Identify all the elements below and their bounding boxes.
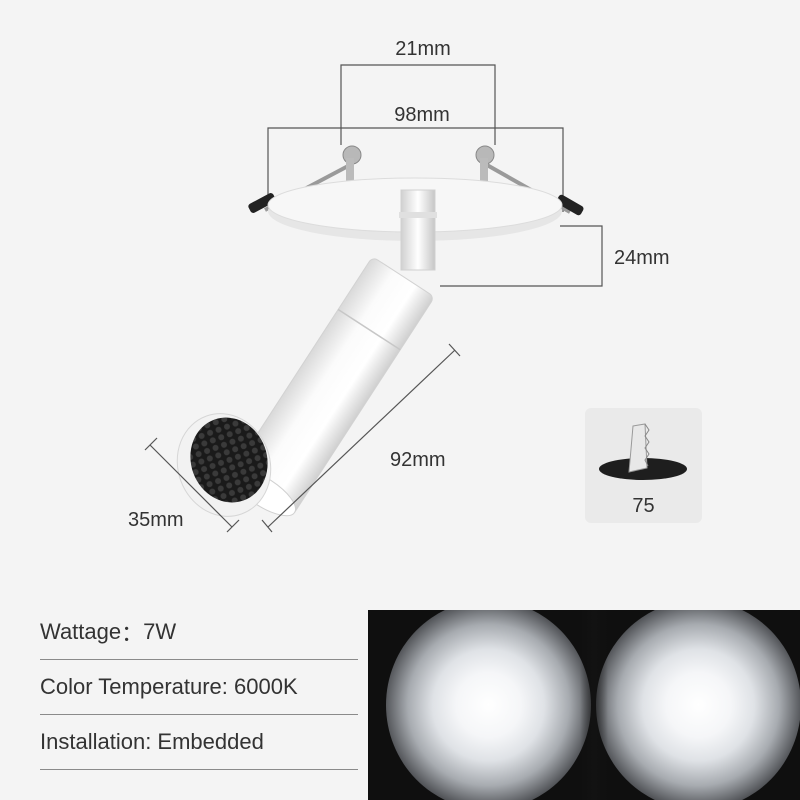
cutout-hole-saw-icon — [599, 423, 687, 480]
cutout-card: 75 — [585, 408, 702, 523]
mount-stem — [399, 189, 437, 271]
dim-trim-diameter-label: 98mm — [394, 104, 450, 126]
dim-trim-diameter: 98mm — [267, 104, 564, 212]
dim-body-diameter-label: 35mm — [128, 509, 184, 531]
dim-body-diameter: 35mm — [128, 437, 240, 533]
spec-label: Color Temperature — [40, 674, 222, 699]
spec-label: Wattage — [40, 619, 122, 644]
light-spot — [596, 610, 800, 800]
spec-value: Embedded — [157, 729, 264, 754]
dim-stem-width: 21mm — [340, 38, 496, 145]
spec-color-temperature: Color Temperature: 6000K — [40, 660, 358, 715]
dim-trim-height: 24mm — [440, 225, 670, 287]
cutout-value: 75 — [632, 495, 655, 517]
lens-honeycomb — [176, 413, 272, 517]
spec-separator: : — [221, 674, 235, 699]
dim-stem-width-label: 21mm — [395, 38, 451, 60]
beam-photo — [368, 610, 800, 800]
spec-value: 7W — [143, 619, 177, 644]
spec-wattage: Wattage：7W — [40, 605, 358, 660]
light-spot — [386, 610, 591, 800]
spec-installation: Installation: Embedded — [40, 715, 358, 770]
product-drawing: 21mm 98mm 24mm — [128, 38, 670, 533]
dim-body-length: 92mm — [261, 343, 461, 533]
spec-value: 6000K — [234, 674, 298, 699]
dim-trim-height-label: 24mm — [614, 247, 670, 269]
spec-separator: : — [145, 729, 158, 754]
spec-label: Installation — [40, 729, 146, 754]
spec-separator: ： — [121, 621, 144, 646]
spec-list: Wattage：7W Color Temperature: 6000K Inst… — [40, 605, 358, 770]
dim-body-length-label: 92mm — [390, 449, 446, 471]
beam-divider — [580, 610, 608, 800]
